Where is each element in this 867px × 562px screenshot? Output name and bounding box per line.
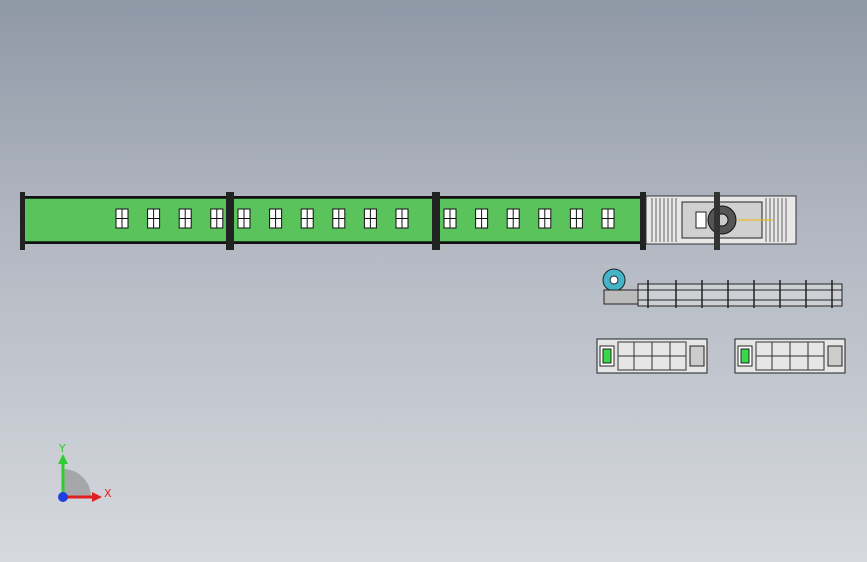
conveyor-windows bbox=[115, 208, 615, 229]
origin-icon bbox=[58, 492, 68, 502]
x-axis-label: X bbox=[104, 487, 112, 500]
fixture-2-indicator bbox=[740, 348, 750, 364]
roller-station[interactable] bbox=[645, 192, 797, 250]
fixture-1[interactable] bbox=[596, 338, 708, 374]
side-conveyor[interactable] bbox=[598, 266, 848, 312]
fixture-1-indicator bbox=[602, 348, 612, 364]
main-conveyor[interactable] bbox=[18, 190, 798, 252]
coordinate-triad[interactable]: Y X bbox=[50, 442, 120, 512]
fixture-2[interactable] bbox=[734, 338, 846, 374]
y-axis-label: Y bbox=[59, 442, 66, 455]
